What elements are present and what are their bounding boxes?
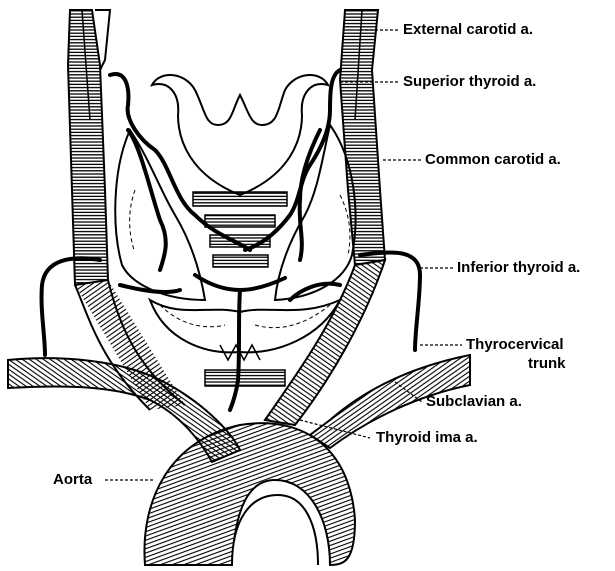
label-thyrocervical-line1: Thyrocervical xyxy=(466,336,564,354)
label-aorta: Aorta xyxy=(53,471,92,489)
thyroid-isthmus xyxy=(150,300,340,352)
label-external-carotid: External carotid a. xyxy=(403,21,533,39)
label-inferior-thyroid: Inferior thyroid a. xyxy=(457,259,580,277)
label-thyroid-ima: Thyroid ima a. xyxy=(376,429,478,447)
left-carotid-artery xyxy=(68,10,110,285)
label-common-carotid: Common carotid a. xyxy=(425,151,561,169)
label-subclavian: Subclavian a. xyxy=(426,393,522,411)
label-thyrocervical-line2: trunk xyxy=(528,355,566,373)
label-superior-thyroid: Superior thyroid a. xyxy=(403,73,536,91)
